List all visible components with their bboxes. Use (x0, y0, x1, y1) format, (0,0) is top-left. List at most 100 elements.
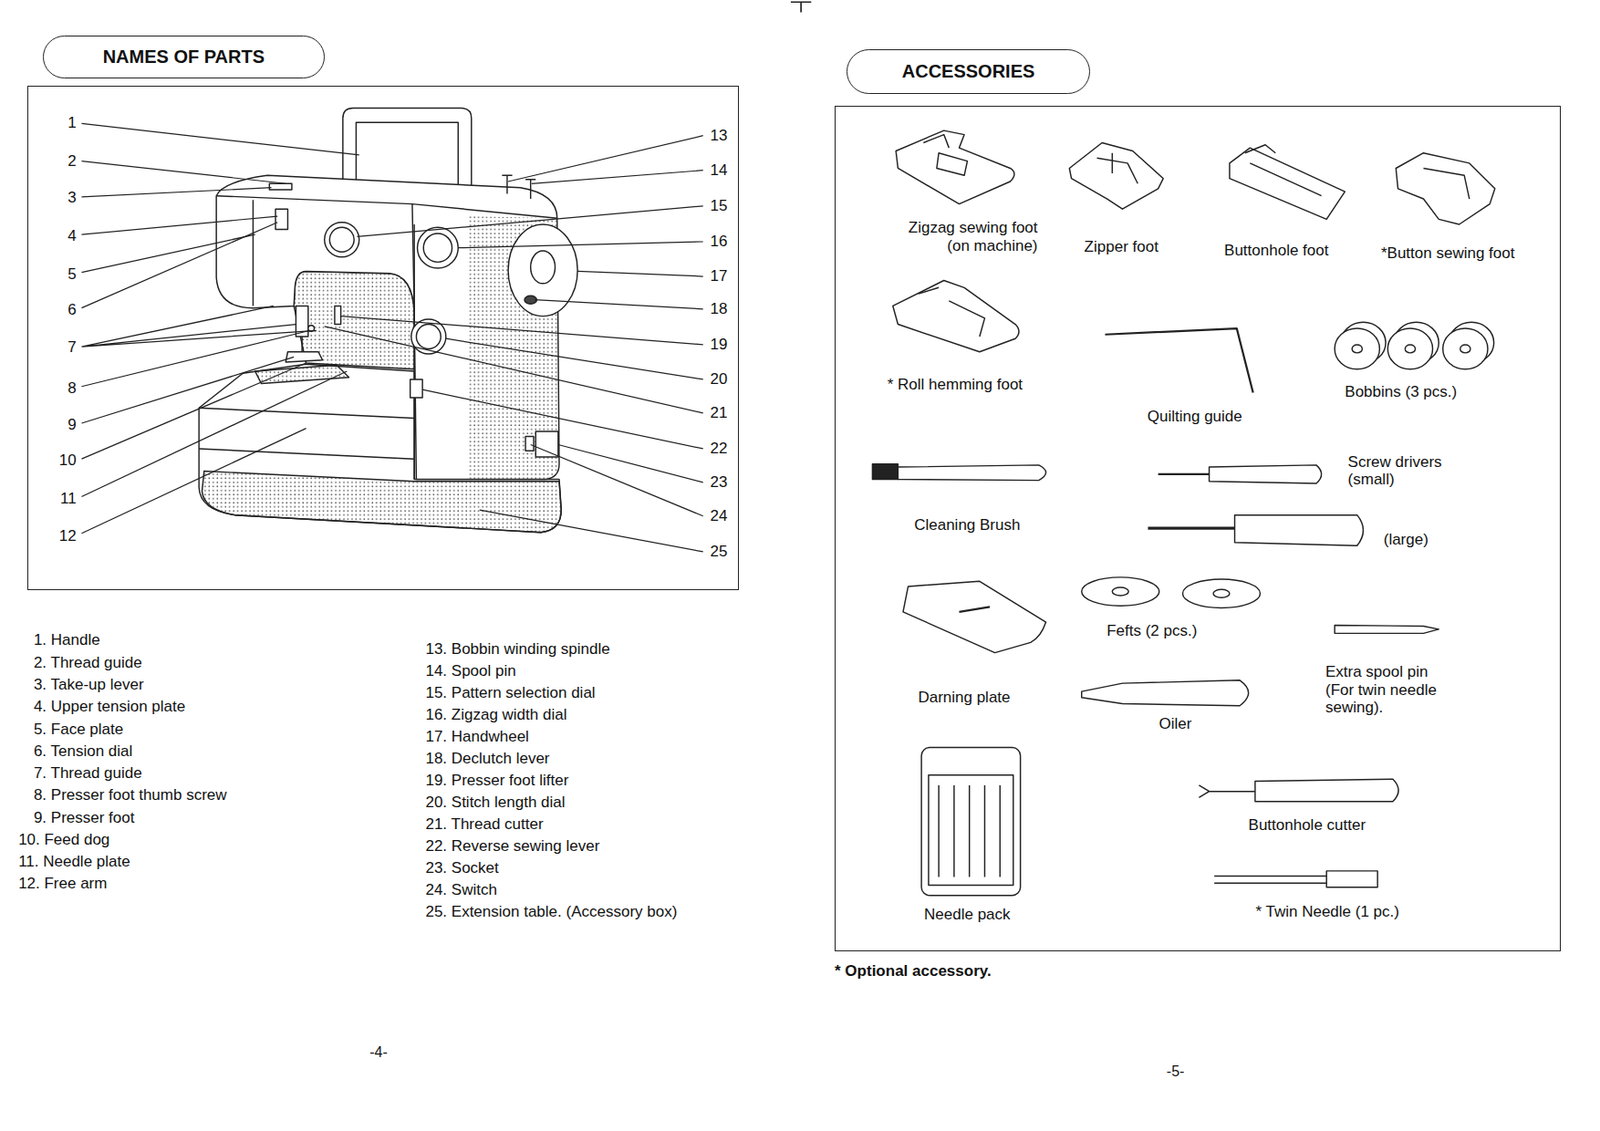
registration-mark (790, 1, 811, 12)
accessory-drawing (1147, 527, 1235, 530)
part-name: 7. Thread guide (33, 764, 143, 783)
sewing-machine-drawing (410, 379, 423, 398)
accessory-drawing (1214, 875, 1327, 884)
part-name: 2. Thread guide (33, 654, 143, 673)
leader-line (81, 428, 306, 534)
sewing-machine-drawing (255, 364, 350, 384)
part-name: 21. Thread cutter (425, 815, 543, 834)
callout-number: 12 (59, 527, 77, 546)
leader-line (508, 135, 704, 182)
accessory-drawing (893, 280, 1019, 352)
section-heading: NAMES OF PARTS (103, 46, 265, 68)
accessory-drawing (928, 775, 1014, 886)
leader-line (81, 234, 255, 272)
accessory-drawing (1213, 589, 1230, 598)
sewing-machine-drawing (342, 108, 472, 190)
callout-number: 15 (709, 197, 728, 216)
accessory-drawing (1404, 344, 1415, 354)
sewing-machine-drawing (285, 352, 323, 363)
sewing-machine-drawing (535, 431, 559, 458)
leader-line (534, 300, 704, 310)
part-name: 11. Needle plate (18, 852, 131, 872)
leader-line (531, 170, 704, 185)
accessory-drawing (1245, 145, 1322, 197)
sewing-machine-drawing (198, 407, 415, 459)
leader-line (81, 161, 286, 185)
accessory-label: Screw drivers (small) (1348, 453, 1461, 489)
part-name: 14. Spool pin (425, 662, 516, 681)
leader-line (81, 123, 703, 552)
leader-line (530, 445, 704, 517)
accessory-drawing (1198, 785, 1256, 798)
sewing-machine-drawing (329, 227, 354, 252)
leader-line (577, 270, 704, 277)
part-name: 10. Feed dog (18, 831, 110, 850)
part-name: 13. Bobbin winding spindle (425, 640, 610, 659)
callout-number: 21 (709, 404, 728, 423)
leader-line (81, 187, 271, 198)
sewing-machine-drawing (324, 222, 360, 258)
part-name: 3. Take-up lever (33, 675, 145, 695)
leader-line (81, 222, 278, 309)
part-name: 16. Zigzag width dial (425, 706, 567, 725)
accessory-drawing (1097, 153, 1139, 185)
accessory-drawing (1182, 579, 1260, 608)
part-name: 23. Socket (425, 859, 499, 878)
callout-number: 4 (67, 227, 76, 246)
accessory-drawing (895, 130, 1015, 205)
part-name: 18. Declutch lever (425, 749, 550, 769)
part-name: 1. Handle (33, 631, 101, 650)
part-name: 24. Switch (425, 881, 497, 900)
callout-number: 14 (709, 161, 728, 180)
callout-number: 3 (67, 188, 76, 208)
page-number: -4- (369, 1044, 388, 1061)
leader-line (479, 509, 704, 552)
accessory-drawing (903, 581, 1047, 653)
accessory-label: Zipper foot (1084, 238, 1159, 257)
callout-number: 18 (709, 300, 728, 319)
accessory-drawing (959, 606, 991, 613)
leader-line (422, 389, 704, 449)
callout-number: 10 (59, 451, 77, 470)
accessory-drawing (1460, 344, 1471, 354)
callout-number: 5 (67, 265, 76, 284)
accessory-label: * Roll hemming foot (887, 375, 1023, 395)
accessory-drawing (1326, 871, 1378, 888)
sewing-machine-drawing (508, 224, 578, 317)
callout-number: 9 (67, 415, 76, 435)
callout-number: 11 (60, 489, 77, 509)
accessory-drawing (1423, 167, 1469, 199)
accessory-drawing (1229, 147, 1345, 219)
callout-number: 2 (67, 152, 76, 171)
accessory-drawing (1104, 328, 1253, 393)
accessory-drawing (1334, 328, 1380, 370)
part-name: 19. Presser foot lifter (425, 771, 569, 790)
sewing-machine-drawing (417, 227, 459, 269)
leader-line (324, 326, 704, 414)
part-name: 20. Stitch length dial (425, 793, 565, 812)
part-name: 5. Face plate (33, 720, 124, 739)
accessory-drawing (1334, 624, 1439, 634)
accessory-drawing (921, 748, 1021, 896)
accessory-label: * Twin Needle (1 pc.) (1255, 903, 1399, 922)
accessory-drawing (1443, 328, 1488, 370)
accessory-label: Buttonhole cutter (1248, 816, 1367, 835)
sewing-machine-drawing (413, 224, 415, 480)
callout-number: 20 (709, 370, 728, 389)
callout-number: 1 (67, 114, 76, 133)
leader-line (357, 206, 704, 238)
accessory-drawing (872, 464, 898, 480)
accessory-label: Oiler (1159, 715, 1193, 734)
part-name: 22. Reverse sewing lever (425, 837, 600, 856)
section-heading-pill: ACCESSORIES (846, 49, 1090, 94)
callout-number: 23 (709, 473, 728, 492)
sewing-machine-drawing (201, 471, 562, 533)
sewing-machine-drawing (530, 250, 556, 284)
sewing-machine-drawing (415, 324, 441, 350)
accessory-drawing (1255, 779, 1399, 802)
accessory-drawing (1111, 587, 1129, 596)
sewing-machine-drawing (423, 233, 452, 262)
leader-line (81, 123, 359, 156)
